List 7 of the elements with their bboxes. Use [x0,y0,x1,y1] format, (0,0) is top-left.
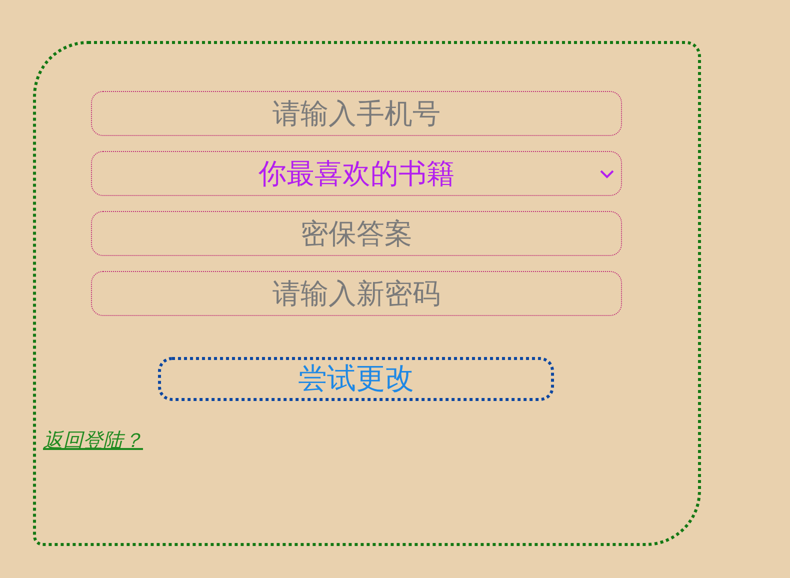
input-field: 请输入新密码 [91,271,622,316]
submit-button: 尝试更改 [158,357,554,401]
select-field: 你最喜欢的书籍 [91,151,622,196]
form-panel [33,41,701,546]
input-field: 请输入手机号 [91,91,622,136]
back-to-login-link: 返回登陆？ [43,427,143,454]
input-field: 密保答案 [91,211,622,256]
